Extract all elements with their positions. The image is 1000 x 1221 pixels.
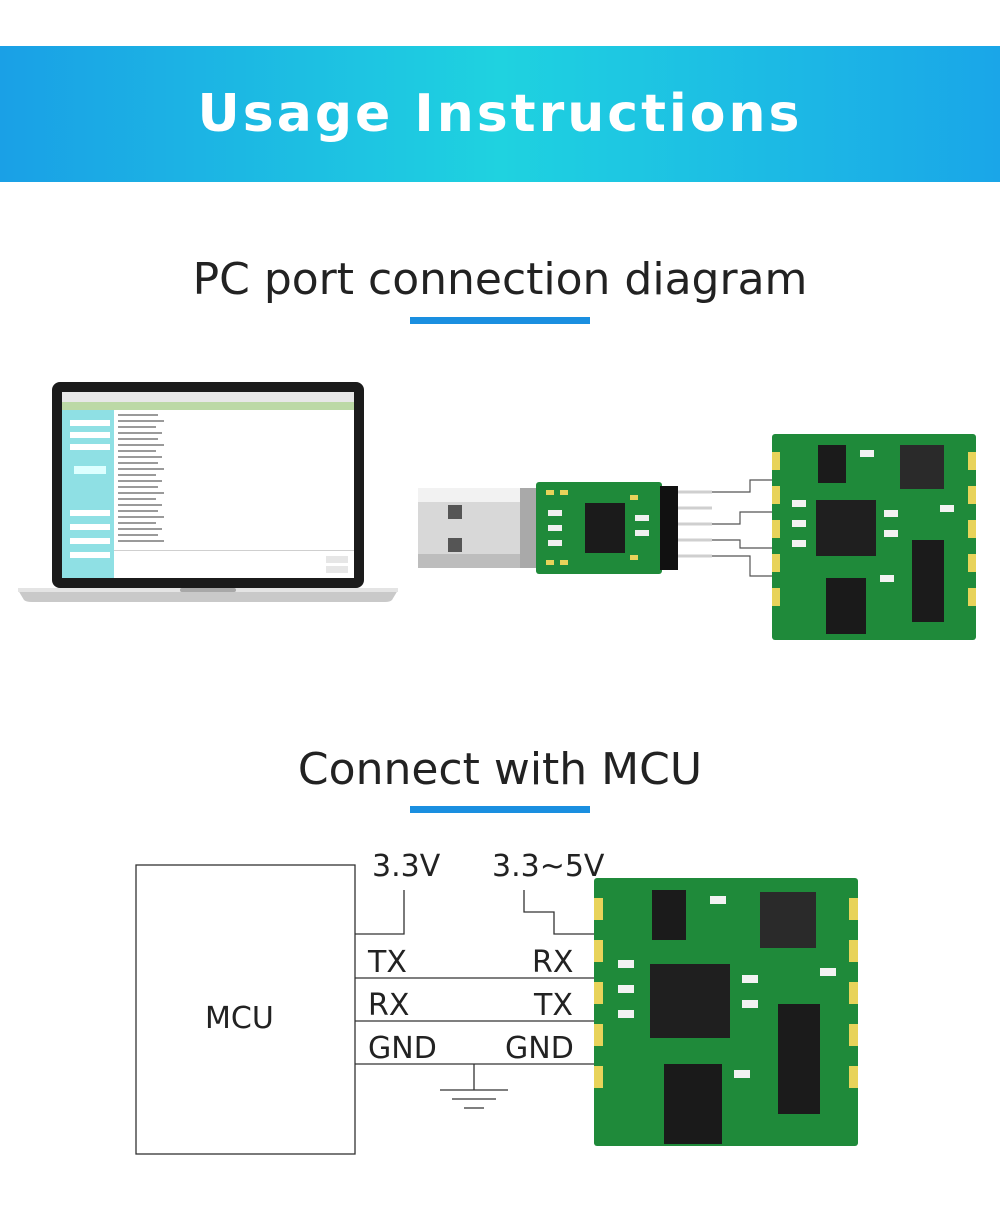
module-pin-gnd: GND (505, 1031, 574, 1066)
sensor-module-image-2 (594, 878, 858, 1146)
mcu-pin-rx: RX (368, 988, 410, 1023)
wire-lines (712, 479, 772, 577)
section-title-mcu: Connect with MCU (297, 744, 703, 795)
usb-adapter-image (418, 482, 712, 574)
sensor-module-image (772, 434, 976, 640)
wiring-lines (355, 890, 596, 1109)
mcu-box (135, 864, 356, 1155)
module-pin-tx: TX (534, 988, 573, 1023)
mcu-pin-tx: TX (368, 945, 407, 980)
module-pin-rx: RX (532, 945, 574, 980)
banner-title: Usage Instructions (197, 84, 803, 144)
laptop-image (18, 382, 398, 602)
voltage-3v3-label: 3.3V (372, 849, 441, 884)
mcu-pin-gnd: GND (368, 1031, 437, 1066)
title-underline-2 (410, 806, 590, 813)
title-underline (410, 317, 590, 324)
section-title-pc: PC port connection diagram (192, 254, 808, 305)
voltage-3v3-5v-label: 3.3~5V (492, 849, 605, 884)
header-banner: Usage Instructions (0, 46, 1000, 182)
mcu-label: MCU (205, 1001, 274, 1036)
